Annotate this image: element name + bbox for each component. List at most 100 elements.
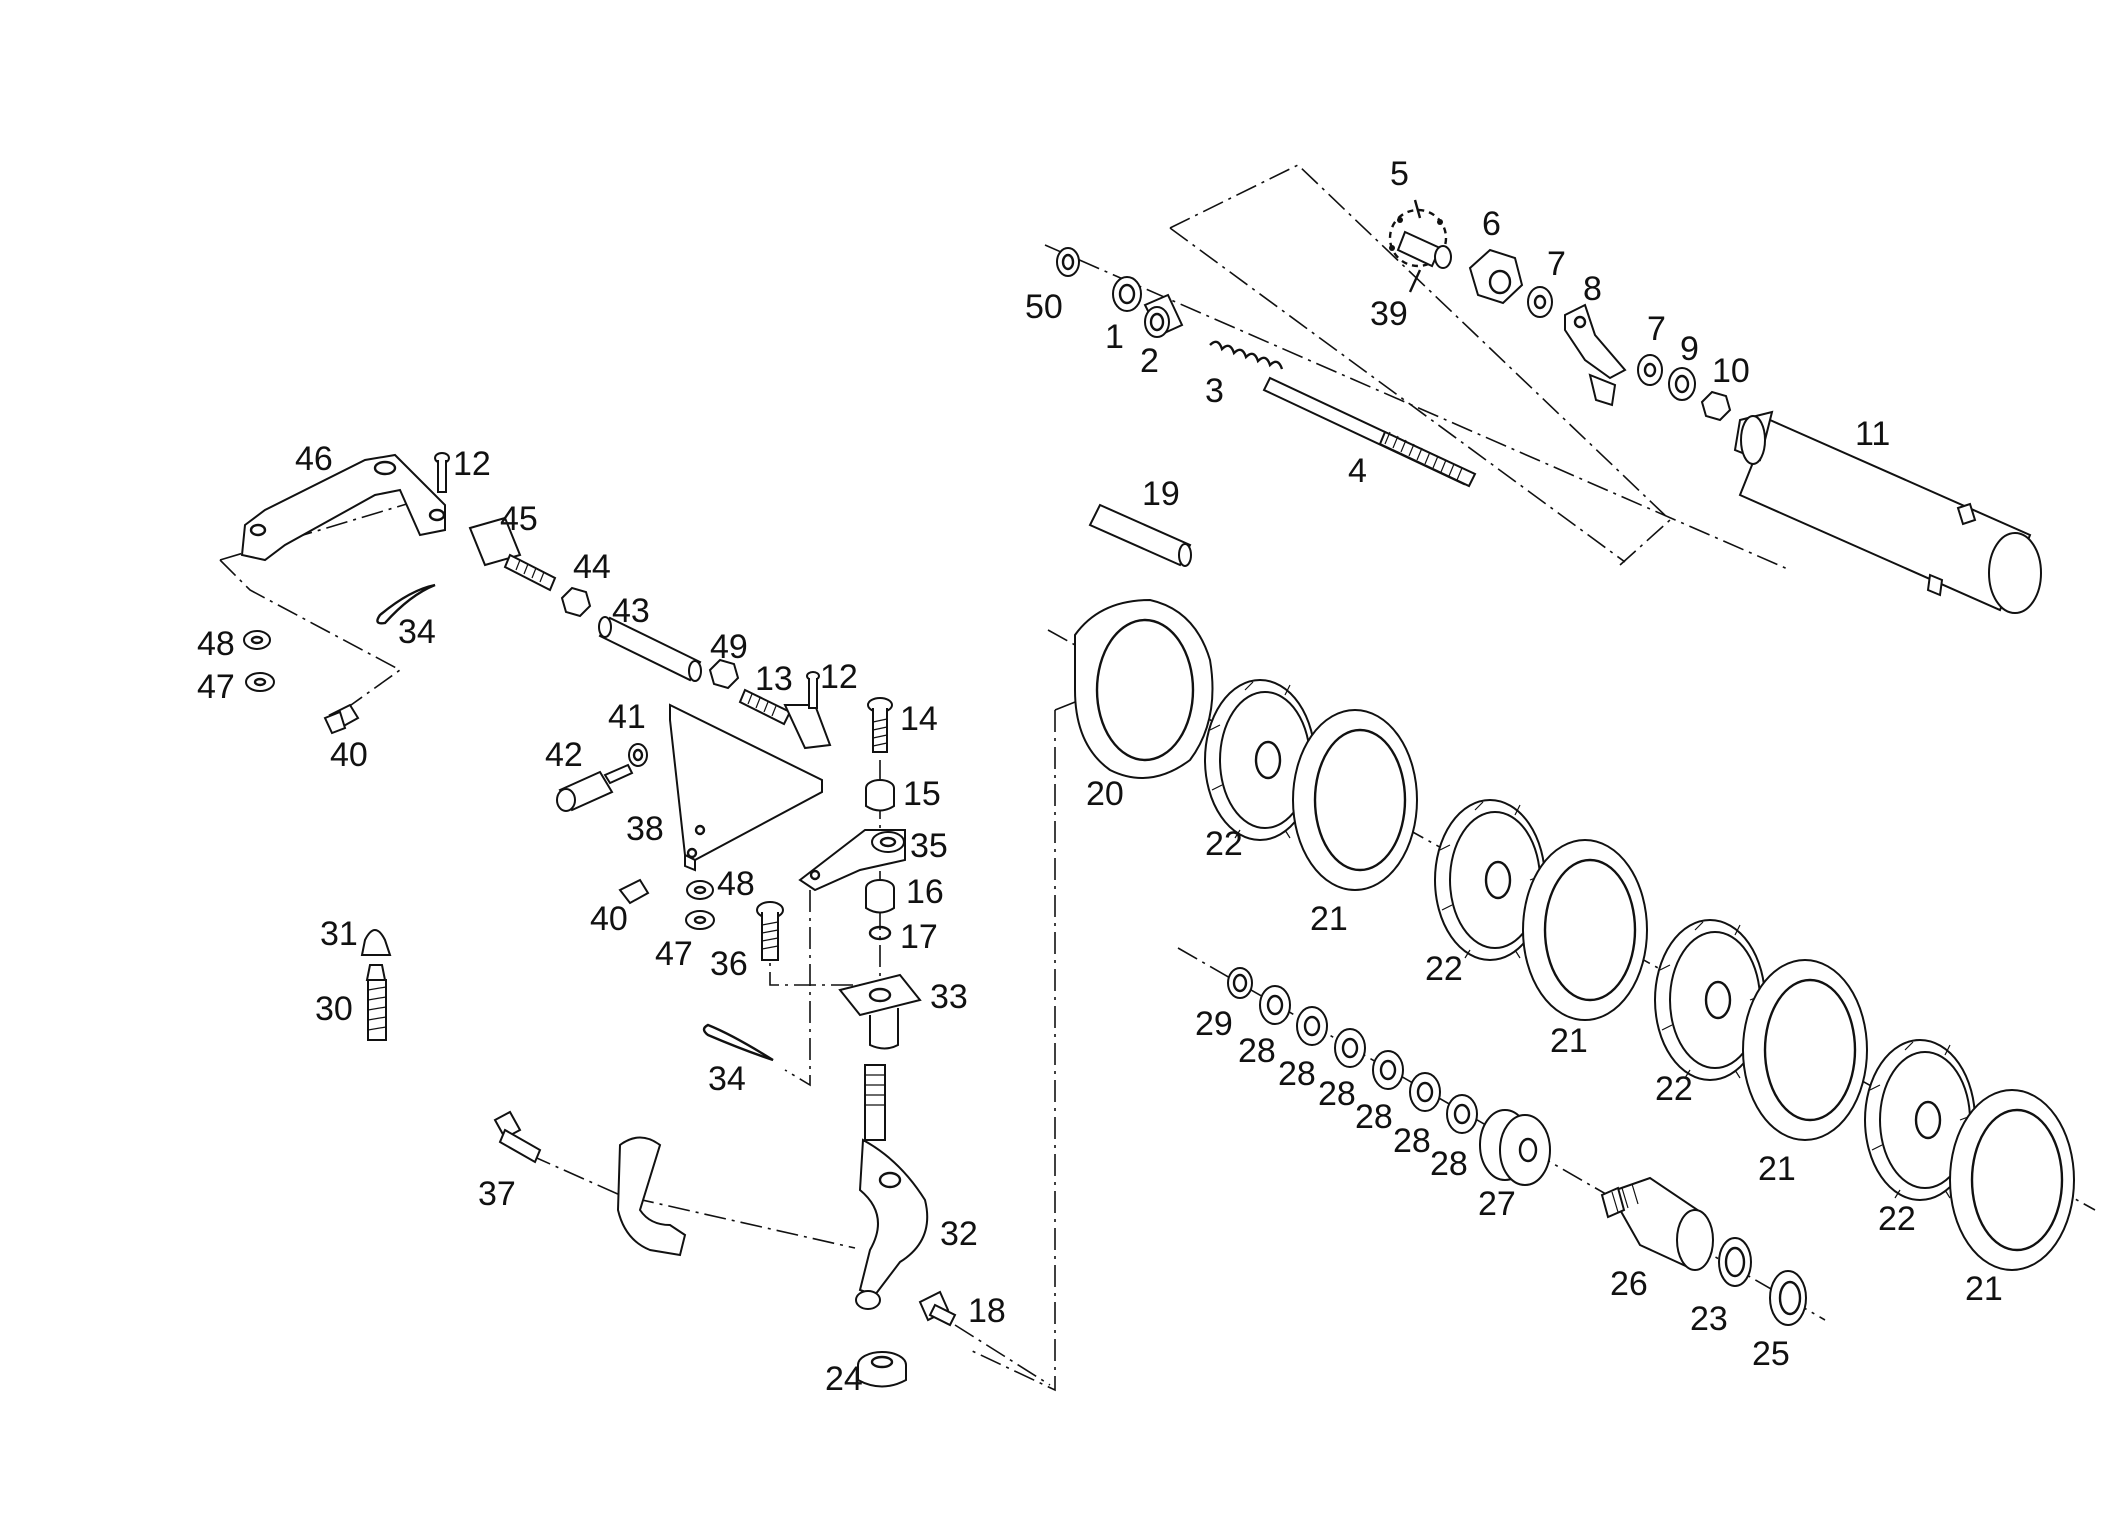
part-19-pin	[1088, 503, 1192, 567]
label-p28c: 28	[1318, 1075, 1356, 1113]
label-p47a: 47	[197, 668, 235, 706]
part-50-retaining-ring	[1056, 247, 1080, 277]
label-p28e: 28	[1393, 1122, 1431, 1160]
part-28-washer-f	[1446, 1094, 1478, 1134]
part-18-nipple	[918, 1290, 957, 1327]
label-p2: 2	[1140, 342, 1159, 380]
part-40-grease-nipple-b	[618, 878, 650, 905]
part-48-washer-b	[686, 880, 714, 900]
part-33-flange	[838, 973, 922, 1050]
part-4-threaded-rod	[1262, 376, 1477, 488]
label-p21d: 21	[1965, 1270, 2003, 1308]
label-p47b: 47	[655, 935, 693, 973]
part-22-disc-d	[1864, 1039, 1976, 1201]
label-p21a: 21	[1310, 900, 1348, 938]
part-11-cylinder	[1733, 410, 2042, 614]
label-p5: 5	[1390, 155, 1409, 193]
label-p21b: 21	[1550, 1022, 1588, 1060]
part-8-bracket	[1564, 303, 1627, 407]
label-p15: 15	[903, 775, 941, 813]
label-p30: 30	[315, 990, 353, 1028]
label-p35: 35	[910, 827, 948, 865]
part-28-washer-b	[1296, 1006, 1328, 1046]
label-p20: 20	[1086, 775, 1124, 813]
part-21-plate-d	[1949, 1089, 2075, 1271]
label-p28f: 28	[1430, 1145, 1468, 1183]
label-p28a: 28	[1238, 1032, 1276, 1070]
part-20-plate	[1074, 598, 1214, 779]
part-32-shaft-lever	[616, 1064, 929, 1310]
leader-lines	[1408, 199, 1422, 293]
part-25-seal	[1769, 1270, 1807, 1326]
lower-washer-stack	[1227, 967, 1807, 1326]
part-30-stud	[365, 964, 387, 1041]
part-46-lever	[240, 453, 446, 562]
part-41-washer	[628, 743, 648, 767]
part-42-bolt	[556, 763, 634, 812]
part-28-washer-e	[1409, 1072, 1441, 1112]
label-p21c: 21	[1758, 1150, 1796, 1188]
part-34-cotter-pin-a	[376, 583, 436, 625]
label-p22d: 22	[1878, 1200, 1916, 1238]
clutch-disc-stack	[1074, 598, 2075, 1271]
part-21-plate-c	[1742, 959, 1868, 1141]
part-43-tube	[598, 616, 702, 682]
label-p22a: 22	[1205, 825, 1243, 863]
part-22-disc-a	[1204, 679, 1316, 841]
part-9-ring	[1668, 367, 1696, 401]
label-p34b: 34	[708, 1060, 746, 1098]
part-10-nut	[1700, 390, 1732, 422]
part-27-pulley	[1479, 1109, 1551, 1186]
label-p48b: 48	[717, 865, 755, 903]
label-p40b: 40	[590, 900, 628, 938]
label-p40a: 40	[330, 736, 368, 774]
part-21-plate-b	[1522, 839, 1648, 1021]
label-p41: 41	[608, 698, 646, 736]
part-47-lockwasher-b	[685, 910, 715, 930]
part-35-lever	[798, 829, 906, 892]
part-3-spring	[1209, 340, 1284, 370]
part-48-washer-a	[243, 630, 271, 650]
part-2-bushing	[1143, 293, 1184, 338]
label-p23: 23	[1690, 1300, 1728, 1338]
part-31-cap-nut	[360, 929, 392, 956]
label-p37: 37	[478, 1175, 516, 1213]
part-6-nut	[1468, 248, 1524, 305]
label-p39: 39	[1370, 295, 1408, 333]
part-26-shaft	[1600, 1176, 1714, 1271]
part-21-plate-a	[1292, 709, 1418, 891]
part-14-bolt	[867, 697, 893, 753]
label-p29: 29	[1195, 1005, 1233, 1043]
label-p34a: 34	[398, 613, 436, 651]
part-7-washer-a	[1527, 286, 1553, 318]
part-40-grease-nipple-a	[323, 703, 360, 735]
label-p36: 36	[710, 945, 748, 983]
label-p3: 3	[1205, 372, 1224, 410]
label-p17: 17	[900, 918, 938, 956]
label-p26: 26	[1610, 1265, 1648, 1303]
part-49-nut	[708, 658, 740, 690]
label-p22c: 22	[1655, 1070, 1693, 1108]
label-p18: 18	[968, 1292, 1006, 1330]
label-p38: 38	[626, 810, 664, 848]
label-p33: 33	[930, 978, 968, 1016]
label-p31: 31	[320, 915, 358, 953]
part-38-plate	[669, 703, 823, 872]
label-p6: 6	[1482, 205, 1501, 243]
part-34-cotter-pin-b	[702, 1023, 774, 1062]
label-p24: 24	[825, 1360, 863, 1398]
label-p49: 49	[710, 628, 748, 666]
label-p10: 10	[1712, 352, 1750, 390]
label-p12a: 12	[453, 445, 491, 483]
part-28-washer-a	[1259, 985, 1291, 1025]
part-28-washer-d	[1372, 1050, 1404, 1090]
label-p44: 44	[573, 548, 611, 586]
label-p12b: 12	[820, 658, 858, 696]
label-p8: 8	[1583, 270, 1602, 308]
label-p14: 14	[900, 700, 938, 738]
part-37-bolt	[493, 1110, 542, 1164]
part-22-disc-c	[1654, 919, 1766, 1081]
